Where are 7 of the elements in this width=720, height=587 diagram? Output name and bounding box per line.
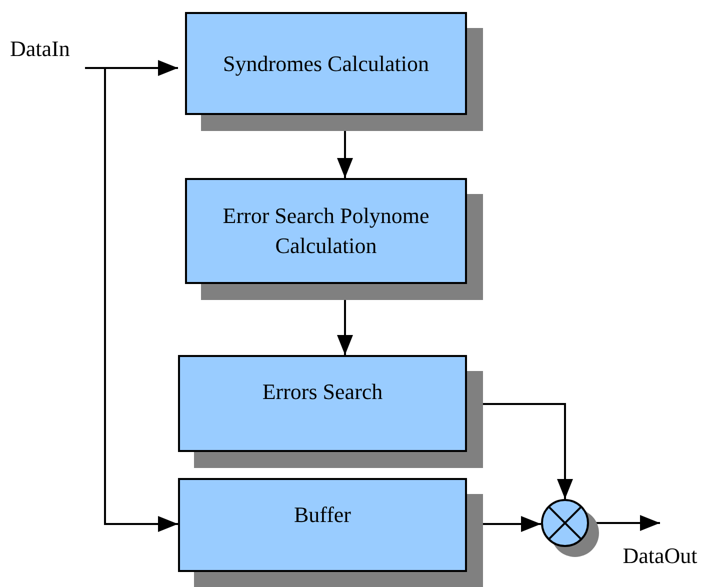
block-title: Error Search Polynome Calculation [222, 202, 430, 260]
arrow [85, 67, 178, 532]
block-title: Buffer [292, 501, 352, 529]
block-title: Errors Search [261, 378, 384, 406]
signal-name: DataOut [622, 542, 698, 570]
block-title: Syndromes Calculation [222, 50, 430, 78]
signal-name: DataIn [10, 35, 70, 63]
